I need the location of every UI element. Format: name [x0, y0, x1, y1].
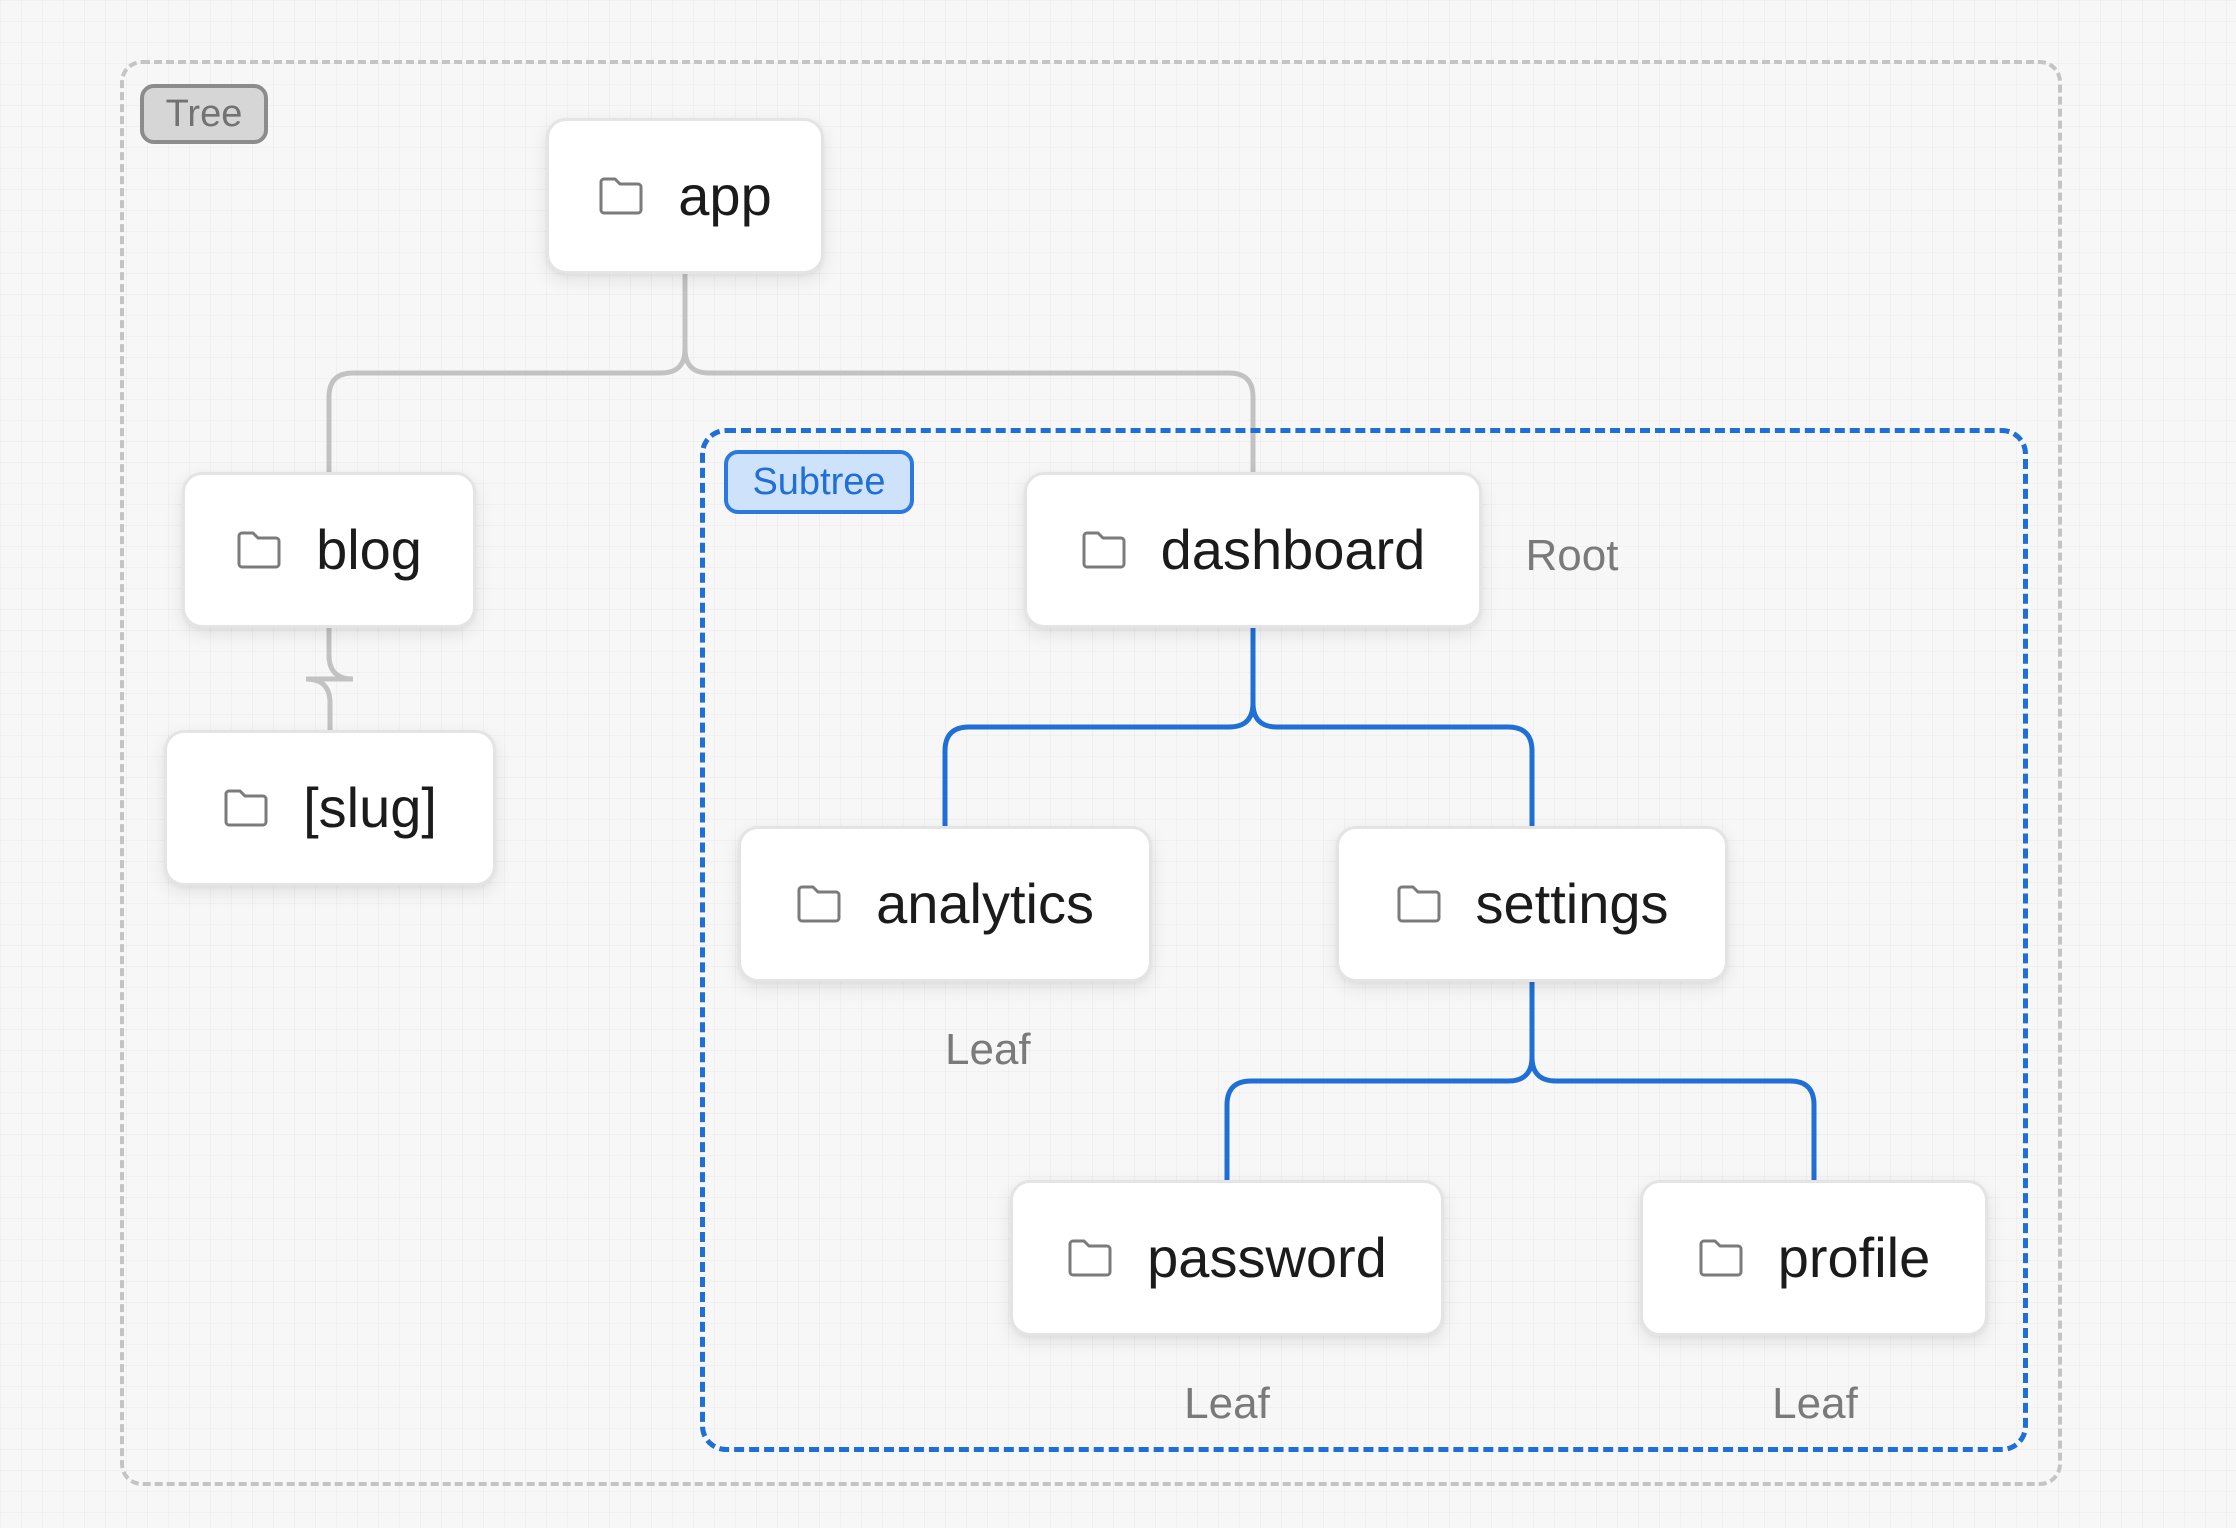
node-label: [slug] — [303, 776, 437, 839]
node-label: profile — [1777, 1226, 1931, 1289]
folder-icon — [1081, 530, 1127, 570]
node-slug[interactable]: [slug] — [164, 730, 496, 886]
node-label: app — [678, 164, 772, 227]
edge-app-dashboard — [682, 271, 1256, 475]
folder-icon — [598, 176, 644, 216]
edge-settings-profile — [1529, 979, 1817, 1183]
tree-tag: Tree — [140, 84, 268, 144]
folder-icon — [1396, 884, 1442, 924]
node-analytics[interactable]: analytics — [738, 826, 1152, 982]
subtree-tag: Subtree — [724, 450, 914, 514]
edge-dashboard-settings — [1250, 625, 1535, 829]
subtree-region — [700, 428, 2028, 1452]
folder-icon — [223, 788, 269, 828]
node-label: blog — [316, 518, 422, 581]
folder-icon — [1067, 1238, 1113, 1278]
node-label: analytics — [876, 872, 1094, 935]
folder-icon — [796, 884, 842, 924]
dashboard-root-note: Root — [1525, 531, 1619, 580]
folder-icon — [236, 530, 282, 570]
profile-leaf-note: Leaf — [1772, 1379, 1858, 1428]
folder-icon — [1698, 1238, 1744, 1278]
node-label: password — [1147, 1226, 1387, 1289]
node-settings[interactable]: settings — [1336, 826, 1728, 982]
node-label: settings — [1475, 872, 1669, 935]
tree-region — [120, 60, 2062, 1486]
node-profile[interactable]: profile — [1640, 1180, 1988, 1336]
password-leaf-note: Leaf — [1184, 1379, 1270, 1428]
node-blog[interactable]: blog — [182, 472, 476, 628]
edge-blog-slug — [305, 625, 354, 733]
node-password[interactable]: password — [1010, 1180, 1444, 1336]
node-label: dashboard — [1160, 518, 1426, 581]
analytics-leaf-note: Leaf — [945, 1025, 1031, 1074]
node-app[interactable]: app — [546, 118, 824, 274]
node-dashboard[interactable]: dashboard — [1024, 472, 1482, 628]
